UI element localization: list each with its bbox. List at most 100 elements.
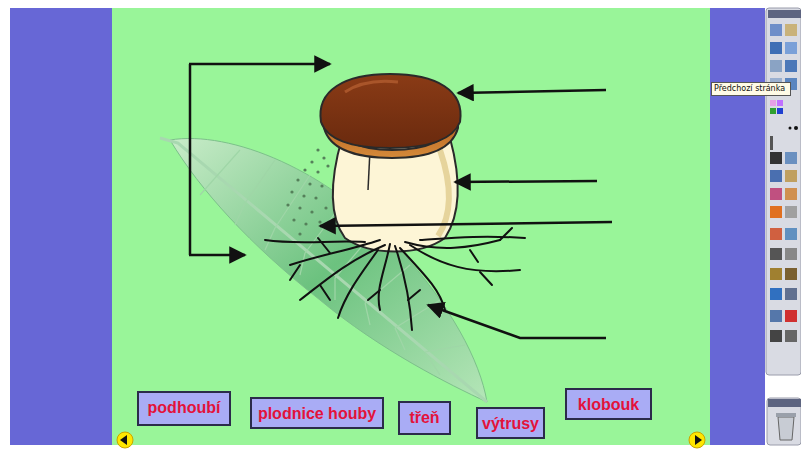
toolbar-icons-part <box>785 152 797 164</box>
leaf-veins-part <box>395 300 440 328</box>
spores-part <box>296 178 299 181</box>
toolbar-icons-part <box>770 330 782 342</box>
label-text: výtrusy <box>482 415 539 433</box>
leaf-midrib <box>160 138 487 402</box>
spores-part <box>298 206 301 209</box>
spores-part <box>310 210 313 213</box>
mycelium-part <box>318 238 330 253</box>
mycelium-part <box>470 250 478 262</box>
prev-button <box>117 432 133 448</box>
toolbar-icons-part <box>770 288 782 300</box>
bracket-arrow-top <box>189 63 330 66</box>
mycelium-part <box>408 290 420 300</box>
toolbar-panel <box>766 8 801 375</box>
spores-part <box>308 182 311 185</box>
leaf-veins-part <box>425 345 465 352</box>
mycelium-part <box>265 240 365 242</box>
label-box: podhoubí <box>137 391 231 426</box>
toolbar-icons-part <box>770 108 776 114</box>
spores-part <box>318 220 321 223</box>
cap-shape <box>320 74 460 148</box>
spores-part <box>320 184 323 187</box>
label-text: plodnice houby <box>256 405 378 423</box>
toolbar-icons-part <box>785 310 797 322</box>
toolbar-icons-part <box>785 228 797 240</box>
spores-part <box>304 222 307 225</box>
toolbar-icons-part <box>770 248 782 260</box>
spores-part <box>292 218 295 221</box>
label-box: plodnice houby <box>250 397 384 429</box>
leaf-veins-part <box>395 328 405 350</box>
toolbar-icons-part <box>770 228 782 240</box>
toolbar-icons-part <box>777 100 783 106</box>
toolbar-icons-part <box>770 206 782 218</box>
mycelium <box>265 228 525 330</box>
mycelium-part <box>290 240 380 265</box>
spores-part <box>290 190 293 193</box>
mycelium-part <box>420 237 525 240</box>
label-text: podhoubí <box>143 399 225 417</box>
toolbar-icons-part <box>770 188 782 200</box>
mycelium-part <box>368 290 380 300</box>
blue-background <box>10 8 765 445</box>
toolbar-icons-part <box>770 136 773 150</box>
leaf-veins-part <box>265 228 275 250</box>
spores-part <box>314 196 317 199</box>
stem-arrow <box>455 181 597 182</box>
spores-part <box>316 148 319 151</box>
toolbar-icons-part <box>785 170 797 182</box>
spores-part <box>303 168 306 171</box>
leaf-veins-part <box>425 352 440 375</box>
label-box: třeň <box>398 401 451 435</box>
trash-header <box>768 399 801 407</box>
next-arrow <box>695 435 702 445</box>
spores-part <box>316 170 319 173</box>
toolbar-icons-part <box>785 330 797 342</box>
toolbar-icons-part <box>785 206 797 218</box>
next-button <box>689 432 705 448</box>
tooltip-box: Předchozí stránka <box>711 82 791 96</box>
toolbar-icons-part <box>785 42 797 54</box>
toolbar-icons-part <box>785 60 797 72</box>
mycelium-part <box>338 250 378 318</box>
label-text: klobouk <box>571 396 646 414</box>
toolbar-icons-part <box>770 24 782 36</box>
mycelium-part <box>410 245 520 271</box>
label-box: klobouk <box>565 388 652 420</box>
mycelium-part <box>320 285 330 300</box>
toolbar-icons-part <box>777 108 783 114</box>
trash-can <box>778 417 794 440</box>
spores <box>286 148 329 235</box>
cap-arrow <box>458 90 606 93</box>
trash-lid <box>776 413 796 417</box>
spores-part <box>322 156 325 159</box>
cap-highlight <box>345 81 398 92</box>
label-text: třeň <box>404 409 445 427</box>
toolbar <box>766 8 801 445</box>
label-text: Předchozí stránka <box>714 84 788 94</box>
toolbar-icons-part <box>794 126 798 130</box>
spores-part <box>298 232 301 235</box>
toolbar-icons-part <box>789 127 792 130</box>
green-page <box>112 8 710 445</box>
toolbar-icons-part <box>770 310 782 322</box>
toolbar-icons-part <box>785 288 797 300</box>
leaf-veins-part <box>334 278 335 300</box>
bracket-arrow-bottom <box>189 254 245 257</box>
toolbar-icons <box>770 24 798 342</box>
toolbar-icons-part <box>785 248 797 260</box>
mycelium-part <box>500 228 512 240</box>
leader-arrows <box>189 64 612 338</box>
spores-part <box>302 194 305 197</box>
leaf-veins-part <box>245 160 275 203</box>
spores-part <box>310 160 313 163</box>
mycelium-part <box>300 245 385 300</box>
trash-panel <box>767 398 801 445</box>
label-box: výtrusy <box>476 407 545 439</box>
leaf <box>160 138 487 402</box>
leaf-veins-part <box>215 150 240 178</box>
